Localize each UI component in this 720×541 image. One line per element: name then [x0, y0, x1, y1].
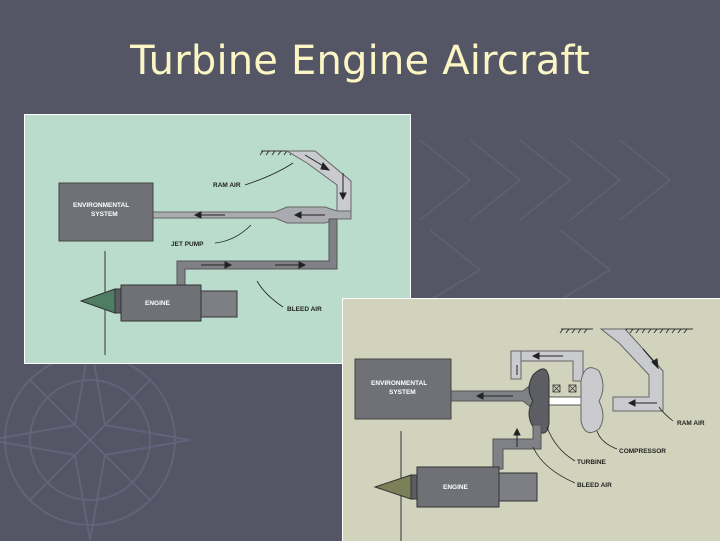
environmental-system-label: ENVIRONMENTAL — [73, 202, 129, 209]
bearing-icons — [552, 384, 577, 393]
jet-pump-duct — [150, 206, 352, 224]
air-cycle-machine-diagram: ENVIRONMENTAL SYSTEM ENGINE RAM AIR COMP… — [342, 298, 720, 541]
bleed-air-label: BLEED AIR — [287, 306, 322, 313]
environmental-system-label: ENVIRONMENTAL — [371, 380, 427, 387]
jet-pump-label: JET PUMP — [171, 241, 204, 248]
engine-exhaust — [498, 472, 538, 502]
environmental-system-box — [58, 182, 154, 242]
air-cycle-machine-drawing: ENVIRONMENTAL SYSTEM ENGINE RAM AIR COMP… — [354, 328, 705, 541]
jet-pump-diagram-drawing: ENVIRONMENTAL SYSTEM ENGINE RAM AIR JET … — [58, 150, 352, 355]
ram-air-label: RAM AIR — [213, 182, 241, 189]
turbine-label: TURBINE — [577, 459, 607, 466]
engine-box — [416, 466, 500, 508]
compressor-label: COMPRESSOR — [619, 448, 666, 455]
flow-arrows — [475, 348, 659, 447]
ram-air-duct — [599, 328, 664, 412]
ram-air-label: RAM AIR — [677, 420, 705, 427]
environmental-system-box — [354, 358, 452, 420]
environmental-system-label-line2: SYSTEM — [91, 211, 118, 218]
engine-label: ENGINE — [145, 300, 171, 307]
leader-lines — [214, 162, 294, 308]
bleed-air-duct — [176, 218, 338, 290]
chevron-decoration — [419, 139, 672, 301]
compass-rose-decoration — [0, 339, 191, 540]
engine-label: ENGINE — [443, 484, 469, 491]
bleed-air-label: BLEED AIR — [577, 482, 612, 489]
engine-box — [120, 284, 202, 322]
ram-inlet-to-turbine-duct — [510, 350, 522, 380]
slide-title: Turbine Engine Aircraft — [130, 38, 590, 84]
flow-arrows — [193, 154, 347, 269]
engine-exhaust — [200, 290, 238, 318]
environmental-system-label-line2: SYSTEM — [389, 389, 416, 396]
leader-lines — [532, 406, 674, 484]
engine-nose-cone — [79, 288, 116, 314]
engine-nose-cone — [373, 474, 412, 500]
compressor-wheel — [580, 367, 604, 434]
